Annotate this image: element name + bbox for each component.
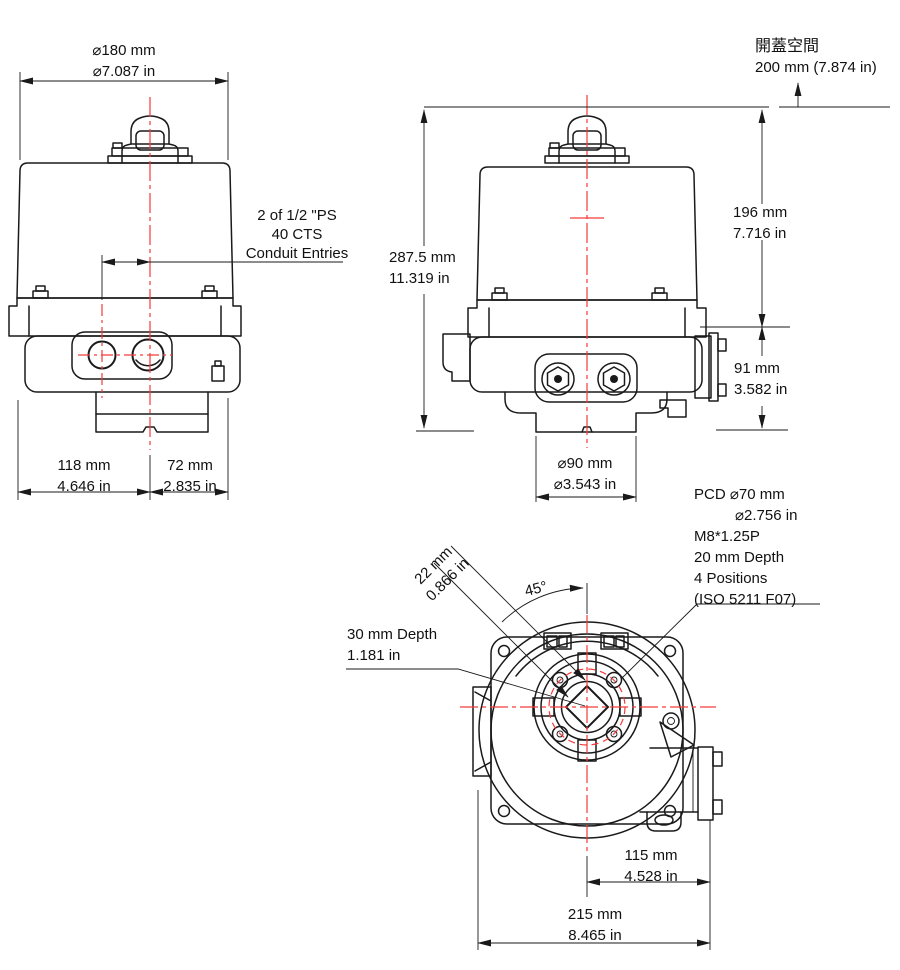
dim-overall-height-in: 11.319 in bbox=[389, 270, 450, 287]
dim-lower-height-in: 3.582 in bbox=[734, 381, 788, 398]
pcd-note: PCD ⌀70 mm ⌀2.756 in M8*1.25P 20 mm Dept… bbox=[694, 484, 797, 610]
conduit-note-line3: Conduit Entries bbox=[245, 245, 349, 262]
bottom-view-outline bbox=[460, 615, 723, 852]
dim-right-offset-mm: 72 mm bbox=[167, 457, 213, 474]
dim-left-offset-label: 118 mm 4.646 in bbox=[57, 455, 110, 497]
dim-overall-width-label: ⌀180 mm ⌀7.087 in bbox=[92, 40, 155, 82]
depth-note-line1: 30 mm Depth bbox=[347, 626, 438, 643]
dim-lower-height-label: 91 mm 3.582 in bbox=[734, 358, 787, 400]
side-view-dimensions bbox=[416, 82, 890, 502]
pcd-note-line6: (ISO 5211 F07) bbox=[694, 591, 797, 608]
dim-right-offset-in: 2.835 in bbox=[163, 478, 217, 495]
dim-half-width-label: 115 mm 4.528 in bbox=[624, 845, 677, 887]
dim-full-width-label: 215 mm 8.465 in bbox=[568, 904, 622, 946]
front-view-dimensions bbox=[17, 72, 343, 500]
dim-overall-width-in: ⌀7.087 in bbox=[92, 63, 156, 80]
dim-right-offset-label: 72 mm 2.835 in bbox=[163, 455, 216, 497]
depth-note: 30 mm Depth 1.181 in bbox=[347, 624, 437, 666]
dim-overall-height-label: 287.5 mm 11.319 in bbox=[389, 247, 456, 289]
dim-upper-height-label: 196 mm 7.716 in bbox=[733, 202, 787, 244]
dim-overall-width-mm: ⌀180 mm bbox=[92, 42, 156, 59]
dim-lower-height-mm: 91 mm bbox=[734, 360, 780, 377]
pcd-note-line2: ⌀2.756 in bbox=[735, 507, 798, 524]
dim-upper-height-mm: 196 mm bbox=[733, 204, 788, 221]
clearance-value: 200 mm (7.874 in) bbox=[755, 59, 877, 76]
clearance-title: 開蓋空間 bbox=[755, 38, 820, 55]
dim-left-offset-mm: 118 mm bbox=[57, 457, 111, 474]
bottom-view-dimensions bbox=[346, 545, 820, 950]
dim-upper-height-in: 7.716 in bbox=[733, 225, 787, 242]
dim-half-width-mm: 115 mm bbox=[624, 847, 678, 864]
pcd-note-line5: 4 Positions bbox=[694, 570, 768, 587]
depth-note-line2: 1.181 in bbox=[347, 647, 401, 664]
pcd-note-line1: PCD ⌀70 mm bbox=[694, 486, 785, 503]
dim-base-diameter-label: ⌀90 mm ⌀3.543 in bbox=[554, 453, 616, 495]
pcd-note-line4: 20 mm Depth bbox=[694, 549, 785, 566]
pcd-note-line3: M8*1.25P bbox=[694, 528, 760, 545]
conduit-note-line2: 40 CTS bbox=[271, 226, 323, 243]
dim-base-diameter-mm: ⌀90 mm bbox=[557, 455, 613, 472]
side-view-outline bbox=[442, 95, 727, 448]
dim-full-width-in: 8.465 in bbox=[568, 927, 622, 944]
dim-half-width-in: 4.528 in bbox=[624, 868, 678, 885]
conduit-note-line1: 2 of 1/2 "PS bbox=[257, 207, 337, 224]
dim-overall-height-mm: 287.5 mm bbox=[389, 249, 456, 266]
front-view-outline bbox=[8, 97, 242, 450]
conduit-note: 2 of 1/2 "PS 40 CTS Conduit Entries bbox=[246, 206, 349, 263]
clearance-note: 開蓋空間 200 mm (7.874 in) bbox=[755, 36, 877, 78]
dim-base-diameter-in: ⌀3.543 in bbox=[553, 476, 617, 493]
dim-left-offset-in: 4.646 in bbox=[57, 478, 111, 495]
dim-full-width-mm: 215 mm bbox=[567, 906, 623, 923]
